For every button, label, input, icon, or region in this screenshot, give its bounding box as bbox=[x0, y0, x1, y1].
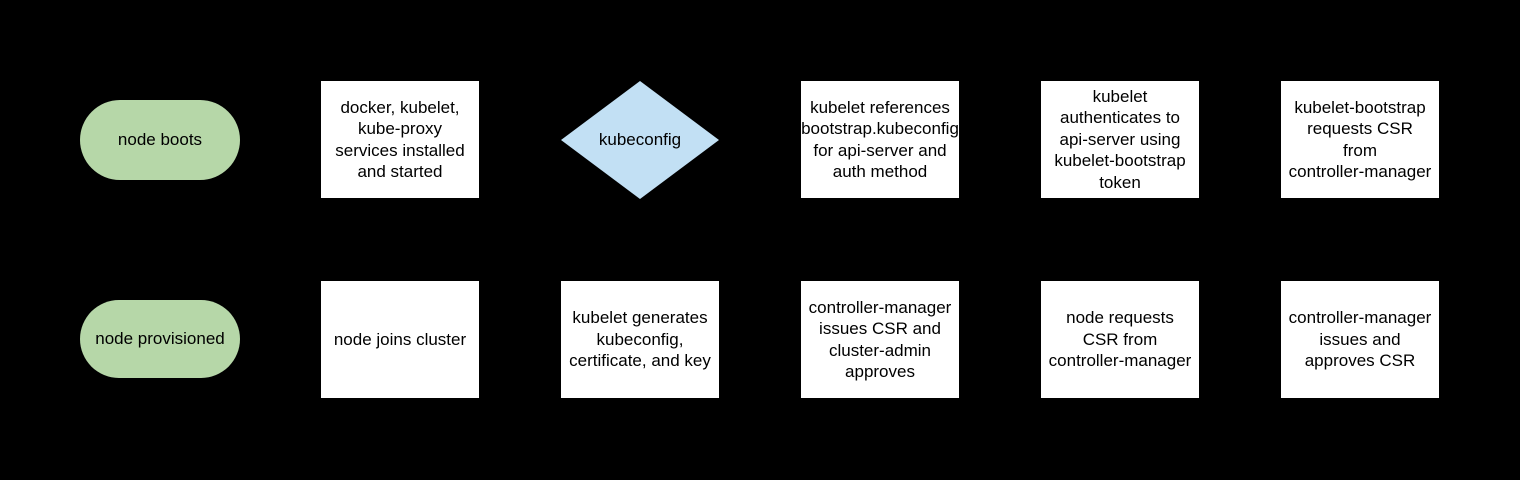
decision-kubeconfig: kubeconfig bbox=[561, 81, 719, 199]
node-label: node joins cluster bbox=[333, 329, 467, 349]
process-kubelet-generates: kubelet generates kubeconfig, certificat… bbox=[561, 281, 719, 398]
process-kubelet-authenticates: kubelet authenticates to api-server usin… bbox=[1041, 81, 1199, 198]
terminator-node-provisioned: node provisioned bbox=[80, 300, 240, 378]
node-label: controller-manager issues CSR and cluste… bbox=[808, 297, 952, 382]
node-label: node provisioned bbox=[95, 329, 225, 349]
node-label: kubelet references bootstrap.kubeconfig … bbox=[801, 97, 959, 182]
node-label: kubelet-bootstrap requests CSR from cont… bbox=[1288, 97, 1432, 182]
process-node-joins-cluster: node joins cluster bbox=[321, 281, 479, 398]
process-services-installed: docker, kubelet, kube-proxy services ins… bbox=[321, 81, 479, 198]
node-label: node boots bbox=[117, 130, 203, 150]
node-label: docker, kubelet, kube-proxy services ins… bbox=[335, 97, 465, 182]
node-label: node requests CSR from controller-manage… bbox=[1048, 308, 1192, 371]
node-label: kubelet authenticates to api-server usin… bbox=[1054, 86, 1186, 192]
process-kubelet-references-bootstrap: kubelet references bootstrap.kubeconfig … bbox=[801, 81, 959, 198]
node-label: controller-manager issues and approves C… bbox=[1288, 308, 1432, 371]
node-label: kubelet generates kubeconfig, certificat… bbox=[569, 308, 711, 371]
process-cm-issues-and-approves-csr: controller-manager issues and approves C… bbox=[1281, 281, 1439, 398]
process-cm-issues-csr-admin-approves: controller-manager issues CSR and cluste… bbox=[801, 281, 959, 398]
process-node-requests-csr: node requests CSR from controller-manage… bbox=[1041, 281, 1199, 398]
node-label: kubeconfig bbox=[598, 130, 682, 150]
terminator-node-boots: node boots bbox=[80, 100, 240, 180]
process-kubelet-bootstrap-requests-csr: kubelet-bootstrap requests CSR from cont… bbox=[1281, 81, 1439, 198]
